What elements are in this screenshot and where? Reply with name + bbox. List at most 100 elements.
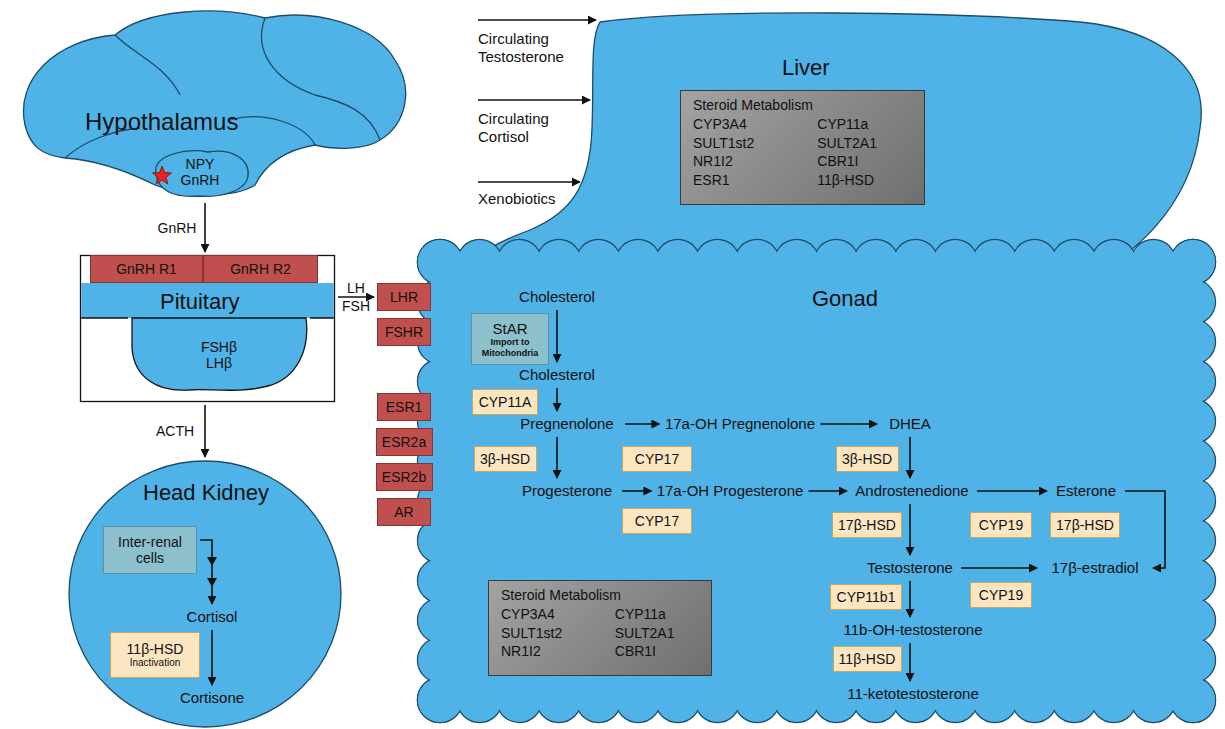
node-text: CYP3A4	[501, 606, 587, 623]
flow-arrow	[909, 643, 911, 681]
node-text: SULT1st2	[501, 625, 587, 642]
metabolite-node: 17a-OH Progesterone	[655, 481, 806, 501]
node-text: CYP19	[979, 587, 1023, 603]
flow-arrow	[909, 581, 911, 617]
node-text: ESR1	[386, 399, 423, 415]
enzyme-box: 3β-HSD	[474, 446, 537, 472]
transport-box: StARImport to Mitochondria	[471, 313, 549, 365]
flow-arrow	[977, 490, 1047, 492]
star-marker	[153, 166, 172, 184]
region-title: Pituitary	[160, 289, 239, 315]
cloud-body	[440, 262, 1193, 700]
metabolite-node: Cortisol	[172, 607, 252, 627]
node-text: Cortisone	[180, 689, 244, 706]
node-text: Testosterone	[867, 559, 953, 576]
node-text: 17β-HSD	[838, 517, 896, 533]
node-text: LHR	[390, 289, 418, 305]
flow-arrow	[211, 630, 213, 685]
input-arrow	[478, 181, 580, 183]
flow-arrow	[556, 437, 558, 478]
node-text: Inactivation	[130, 657, 181, 669]
head-kidney-circle: Head KidneyInter-renal cellsCortisol11β-…	[68, 460, 342, 728]
node-text: ESR1	[693, 172, 789, 189]
gonad-organ: GonadCholesterolStARImport to Mitochondr…	[418, 238, 1225, 729]
node-text: 11-ketotestosterone	[847, 685, 978, 702]
node-text: Androstenedione	[855, 482, 968, 499]
enzyme-box: 11β-HSD	[833, 646, 902, 672]
receptor-box: ESR2b	[376, 463, 433, 491]
region-title: Gonad	[812, 286, 878, 312]
node-text: GnRH R2	[230, 261, 291, 277]
gland-lobe: FSHβLHβ	[128, 318, 310, 392]
edge-label: ACTH	[156, 422, 194, 440]
enzyme-box: 17β-HSD	[832, 512, 902, 538]
node-text: SULT2A1	[615, 625, 699, 642]
metabolism-box: Steroid MetabolismCYP3A4 CYP11aSULT1st2 SU…	[680, 90, 925, 205]
enzyme-box: 11β-HSDInactivation	[110, 632, 200, 678]
brain-fold	[115, 35, 180, 95]
node-text: 17a-OH Progesterone	[657, 482, 804, 499]
metabolite-node: Cholesterol	[512, 365, 602, 385]
node-text: 11β-HSD	[839, 651, 896, 667]
enzyme-box: 3β-HSD	[836, 446, 899, 472]
node-text: FSHR	[385, 324, 423, 340]
metabolite-node: 17β-estradiol	[1040, 558, 1150, 578]
node-text: NPY	[186, 156, 215, 172]
liver-shape	[449, 13, 1201, 295]
flow-arrow	[961, 567, 1037, 569]
node-text: NR1I2	[501, 643, 587, 660]
flow-arrow	[821, 423, 878, 425]
node-text: 11β-HSD	[127, 641, 184, 657]
node-text: CYP11b1	[837, 589, 896, 605]
node-text: 17β-estradiol	[1051, 559, 1138, 576]
node-text: 11β-HSD	[817, 172, 912, 189]
enzyme-box: CYP11b1	[830, 584, 902, 610]
node-text: Cholesterol	[519, 288, 595, 305]
node-text: SULT2A1	[817, 135, 912, 152]
enzyme-box: CYP17	[622, 446, 692, 472]
node-text: CYP11a	[615, 606, 699, 623]
node-text: 17β-HSD	[1056, 517, 1114, 533]
receptor-box: AR	[377, 498, 431, 526]
region-title: Liver	[782, 55, 830, 81]
node-text: 11b-OH-testosterone	[844, 621, 983, 638]
metabolite-node: Testosterone	[862, 558, 958, 578]
metabolite-node: 11-ketotestosterone	[840, 684, 986, 704]
node-text: CBR1I	[615, 643, 699, 660]
node-text: LHβ	[206, 355, 232, 371]
node-text: CYP19	[979, 517, 1023, 533]
kidney-shape	[69, 461, 341, 727]
receptor-box: GnRH R1	[90, 255, 203, 283]
node-text: Import to Mitochondria	[476, 337, 544, 358]
metabolite-node: Cortisone	[167, 688, 257, 708]
node-text: CBR1I	[817, 153, 912, 170]
input-label: Xenobiotics	[478, 190, 586, 208]
node-text: CYP11a	[817, 116, 912, 133]
node-text: SULT1st2	[693, 135, 789, 152]
enzyme-box: CYP19	[970, 512, 1032, 538]
metabolism-box: Steroid MetabolismCYP3A4 CYP11aSULT1st2 SU…	[488, 580, 712, 676]
flow-arrow	[622, 490, 652, 492]
flow-arrow	[556, 310, 558, 362]
node-text: StAR	[492, 320, 527, 337]
pituitary-frame	[81, 256, 335, 402]
receptor-box: ESR2a	[376, 428, 433, 456]
metabolite-node: Pregnenolone	[512, 414, 622, 434]
lobe-shape	[132, 318, 307, 390]
receptor-box: LHR	[377, 283, 431, 311]
node-text: CYP3A4	[693, 116, 789, 133]
list-heading: Steroid Metabolism	[501, 587, 699, 604]
flow-arrow	[204, 405, 206, 457]
receptor-box: GnRH R2	[203, 255, 318, 283]
brain-fold	[230, 117, 315, 145]
nucleus-blob: NPYGnRH	[148, 146, 252, 198]
brain-region: HypothalamusNPYGnRH	[15, 0, 410, 200]
node-text: NR1I2	[693, 153, 789, 170]
node-text: Progesterone	[522, 482, 612, 499]
node-text: Pregnenolone	[520, 415, 613, 432]
node-text: Esterone	[1056, 482, 1116, 499]
input-arrow	[478, 99, 590, 101]
flow-arrow	[809, 490, 848, 492]
node-text: CYP17	[635, 513, 679, 529]
list-heading: Steroid Metabolism	[693, 97, 912, 114]
